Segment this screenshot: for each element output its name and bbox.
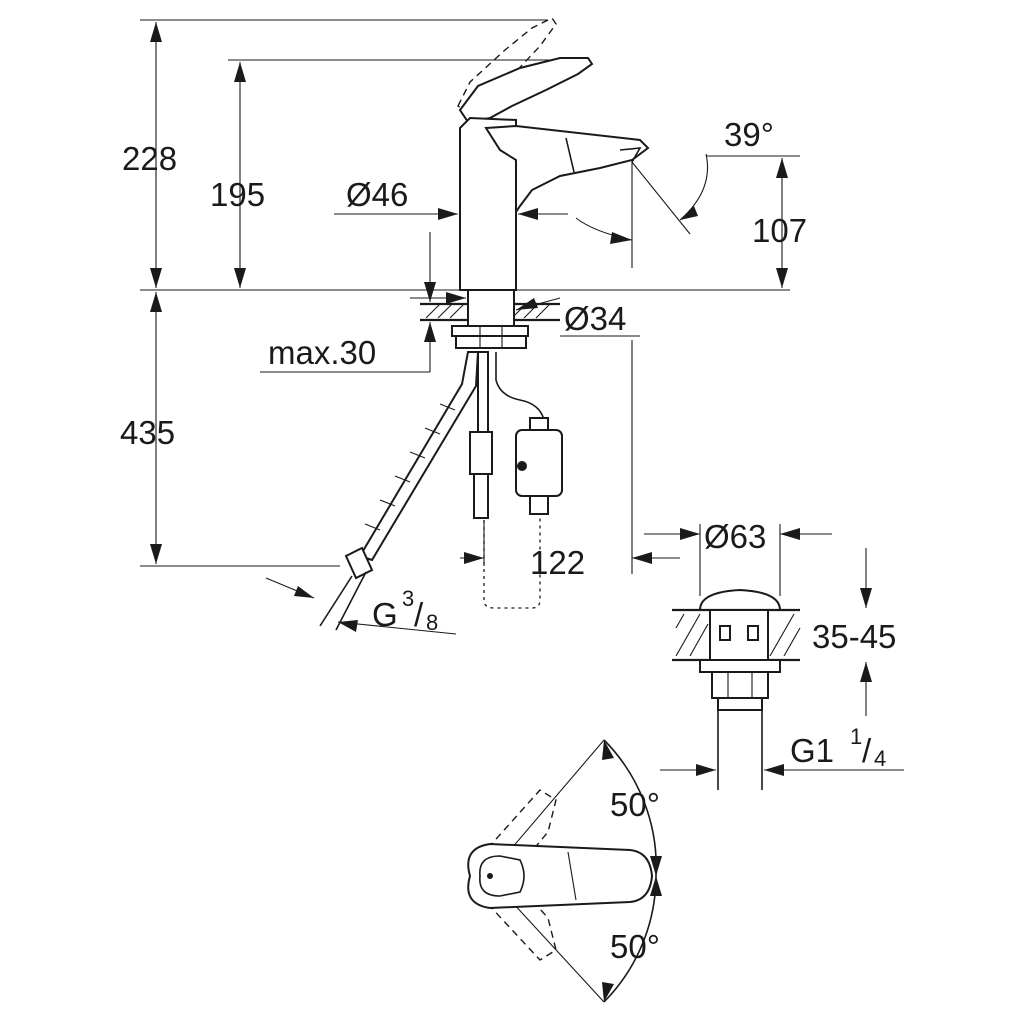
label-spout-angle: 39° [724, 116, 774, 153]
plan-lever [467, 842, 654, 910]
lever [458, 57, 594, 124]
label-waste-diameter: Ø63 [704, 518, 766, 555]
control-cable [495, 352, 545, 421]
label-swivel-left: 50° [610, 786, 660, 823]
label-basin-thickness: 35-45 [812, 618, 896, 655]
spout-tip [619, 147, 642, 163]
label-deck-max: max.30 [268, 334, 376, 371]
label-cable-length: 122 [530, 544, 585, 581]
cable-loop [483, 514, 541, 609]
label-spout-height: 195 [210, 176, 265, 213]
label-hose-thread: G [372, 596, 398, 633]
pipe-end [473, 473, 489, 519]
waste-tail [717, 697, 763, 711]
control-box-screw [517, 461, 527, 471]
label-hose-thread-num: 3 [402, 586, 414, 611]
label-swivel-right: 50° [610, 928, 660, 965]
dimension-lines [150, 22, 904, 1002]
waste-lock [711, 671, 769, 699]
label-body-diameter: Ø46 [346, 176, 408, 213]
shank [467, 289, 515, 327]
waste-body [709, 609, 769, 663]
waste-cap [698, 588, 782, 611]
label-hose-thread-den: 8 [426, 610, 438, 635]
faucet [457, 17, 650, 291]
spout [484, 124, 650, 216]
lever-raised-outline [457, 17, 557, 115]
dimension-labels: 228 195 Ø46 39° 107 Ø34 max.30 435 122 Ø… [120, 116, 896, 965]
label-hose-length: 435 [120, 414, 175, 451]
label-waste-thread-num: 1 [850, 724, 862, 749]
control-box-cap [529, 417, 549, 431]
hose-nut [344, 546, 374, 580]
plan-view [467, 739, 658, 1003]
deck-section [420, 289, 560, 349]
label-waste-thread-slash: / [862, 732, 872, 769]
label-waste-thread: G1 [790, 732, 834, 769]
label-hose-thread-slash: / [414, 596, 424, 633]
pipe-fitting [469, 431, 493, 475]
fixing-nut [455, 335, 527, 349]
supply-lines [319, 351, 563, 631]
label-total-height: 228 [122, 140, 177, 177]
spout-aerator [565, 137, 575, 173]
waste-nut [699, 659, 781, 673]
waste-fitting [672, 588, 801, 790]
fixing-washer [451, 325, 529, 337]
label-outlet-height: 107 [752, 212, 807, 249]
label-waste-thread-den: 4 [874, 746, 886, 771]
label-shank-diameter: Ø34 [564, 300, 626, 337]
control-box-outlet [529, 495, 549, 515]
pipe [477, 351, 489, 433]
